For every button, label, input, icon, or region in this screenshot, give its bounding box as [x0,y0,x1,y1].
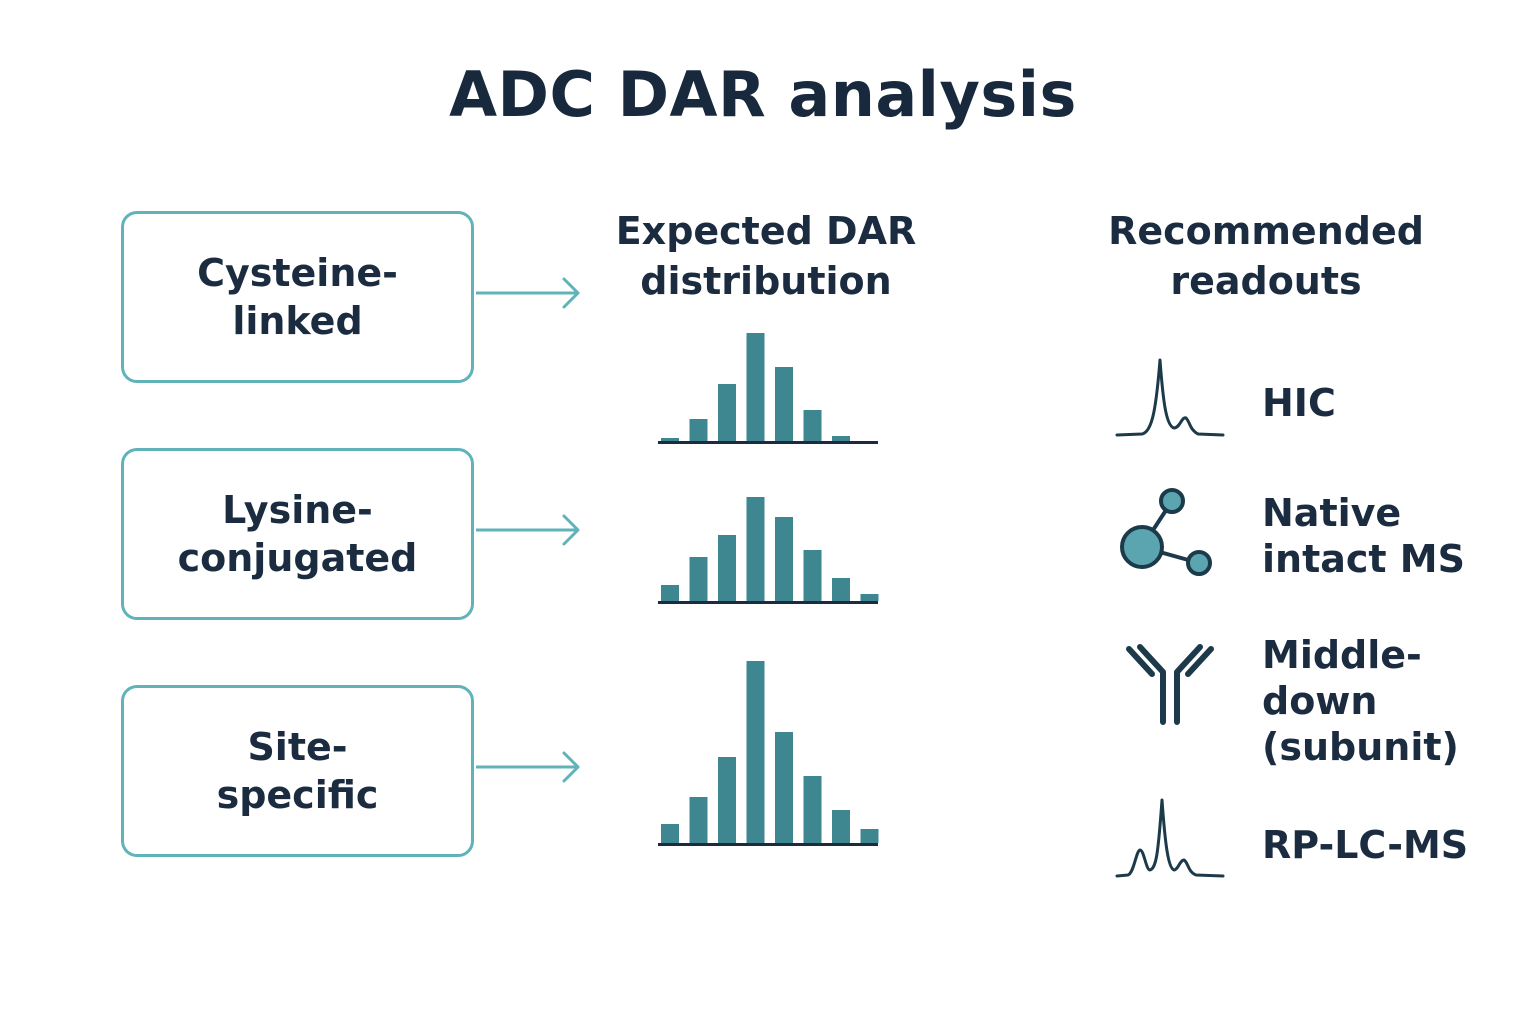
dar-bar [746,333,765,441]
distribution-column-heading: Expected DAR distribution [606,206,926,306]
dar-bar [832,578,850,601]
method-label-line-1: Site- [247,725,348,769]
page-title: ADC DAR analysis [449,58,1077,131]
dar-bar [803,776,822,843]
dar-bar [775,517,793,601]
method-label-line-1: Cysteine- [197,251,398,295]
distribution-heading-line-2: distribution [640,259,892,303]
dar-bar [718,535,736,601]
method-label-line-2: specific [216,773,379,817]
molecule-icon [1120,488,1212,576]
readout-label-hic: HIC [1262,381,1336,425]
method-label-line-2: linked [232,299,363,343]
readouts-heading-line-1: Recommended [1108,209,1424,253]
dar-bar [775,367,793,441]
dar-distribution-lysine-conjugated [658,497,879,604]
dar-bar [689,419,708,441]
method-box-cysteine-linked: Cysteine- linked [121,211,474,383]
dar-distribution-cysteine-linked [658,333,878,444]
readout-label-native-intact-ms: Native intact MS [1262,491,1465,581]
method-label-line-1: Lysine- [222,488,373,532]
dar-bar [860,594,879,601]
dar-bar [746,661,765,843]
dar-bar [775,732,793,843]
readout-label-middle-down: Middle- down (subunit) [1262,633,1459,769]
dar-bar [689,797,708,843]
dar-bar [689,557,708,601]
method-box-lysine-conjugated: Lysine- conjugated [121,448,474,620]
dar-bar [661,824,679,843]
distribution-heading-line-1: Expected DAR [615,209,917,253]
dar-bar [661,585,679,601]
readouts-heading-line-2: readouts [1170,259,1362,303]
dar-bar [803,550,822,601]
chromatogram-peak-icon [1115,358,1225,437]
method-label-line-2: conjugated [177,536,418,580]
antibody-icon [1126,644,1214,725]
readout-label-rp-lc-ms: RP-LC-MS [1262,823,1469,867]
dar-bar [746,497,765,601]
dar-bar [860,829,879,843]
dar-bar [718,384,736,441]
method-box-site-specific: Site- specific [121,685,474,857]
dar-bar [718,757,736,843]
readouts-column-heading: Recommended readouts [1096,206,1436,306]
arrow-right-icon [476,514,580,546]
dar-bar [832,810,850,843]
dar-bar [832,436,850,441]
arrow-right-icon [476,277,580,309]
dar-bar [803,410,822,441]
dar-distribution-site-specific [658,661,879,846]
chromatogram-multi-peak-icon [1115,798,1225,878]
dar-bar [661,438,679,441]
arrow-right-icon [476,751,580,783]
